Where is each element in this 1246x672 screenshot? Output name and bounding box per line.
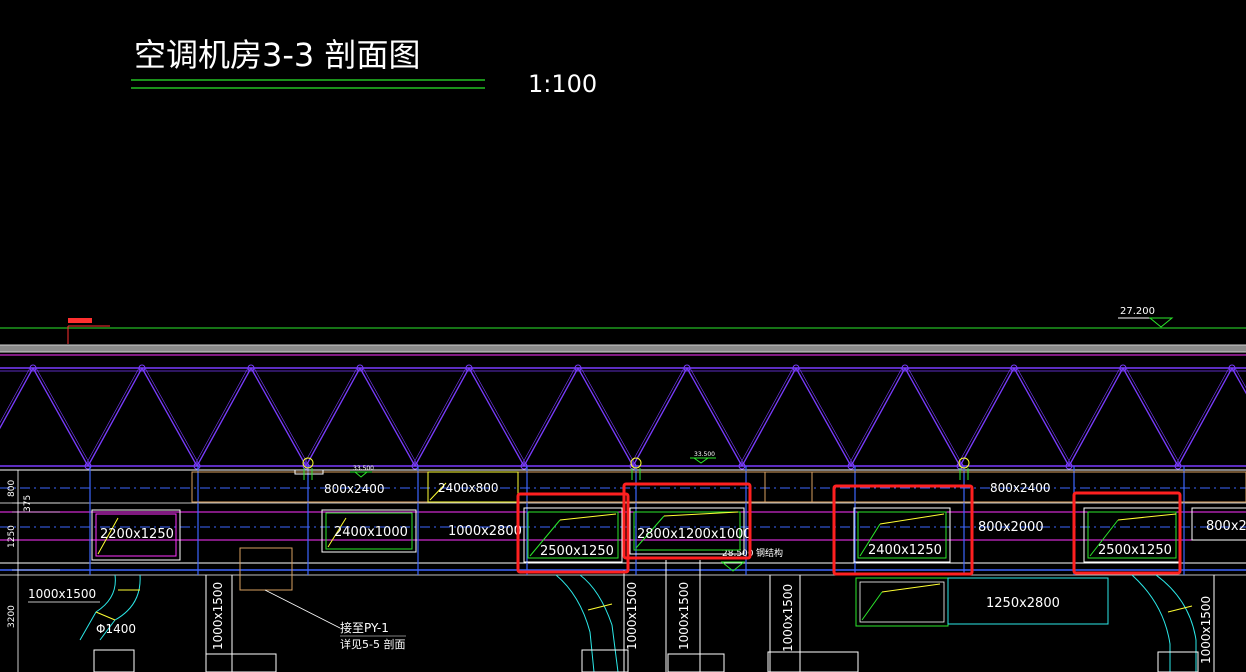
small-elevation-tag bbox=[68, 318, 92, 323]
dim-800: 800 bbox=[7, 480, 17, 497]
note-line-2: 详见5-5 剖面 bbox=[340, 637, 405, 651]
top-elevation: 27.200 bbox=[0, 306, 1246, 344]
round-duct-diameter: Φ1400 bbox=[96, 622, 136, 636]
drawing-title: 空调机房3-3 剖面图 bbox=[134, 36, 420, 74]
elev-mark-a: 33.500 bbox=[353, 465, 374, 472]
duct-label-2400x1250: 2400x1250 bbox=[868, 543, 942, 558]
duct-label-1250x2800: 1250x2800 bbox=[986, 596, 1060, 611]
truss-bottom-node bbox=[84, 462, 92, 470]
hanger-support-icon bbox=[302, 457, 314, 469]
dim-375: 375 bbox=[23, 495, 33, 512]
duct-label-2800x1200x1000: 2800x1200x1000 bbox=[637, 527, 752, 542]
duct-label-800x2400-a: 800x2400 bbox=[324, 482, 385, 496]
duct-2500x1250-a[interactable]: 2500x1250 bbox=[523, 507, 623, 563]
hanger-support-icon bbox=[958, 457, 970, 469]
duct-label-800x2000: 800x2000 bbox=[978, 520, 1044, 535]
truss-top-node bbox=[1228, 364, 1236, 372]
highlight-box-1[interactable] bbox=[516, 492, 630, 574]
duct-label-1000x1500-horizontal: 1000x1500 bbox=[28, 587, 96, 601]
lower-risers: 1000x1500 Φ1400 1000x1500 接至PY-1 详见5-5 剖… bbox=[28, 547, 1215, 672]
drawing-scale: 1:100 bbox=[528, 70, 597, 98]
elev-mark-lower-tag: 钢结构 bbox=[756, 547, 783, 559]
truss-bottom-node bbox=[1065, 462, 1073, 470]
elevation-marker-icon bbox=[1148, 317, 1174, 328]
space-truss bbox=[0, 364, 1246, 470]
duct-2400x1000[interactable]: 2400x1000 bbox=[321, 509, 417, 553]
truss-top-node bbox=[1119, 364, 1127, 372]
duct-2200x1250[interactable]: 2200x1250 bbox=[91, 509, 181, 561]
duct-label-2500x1250-b: 2500x1250 bbox=[1098, 543, 1172, 558]
duct-label-800x2: 800x2 bbox=[1206, 519, 1246, 534]
duct-2500x1250-b[interactable]: 2500x1250 bbox=[1083, 507, 1181, 563]
review-highlights bbox=[516, 482, 1182, 576]
dim-1250: 1250 bbox=[7, 525, 17, 548]
elev-mark-b: 33.500 bbox=[694, 451, 715, 458]
truss-top-node bbox=[792, 364, 800, 372]
truss-top-node bbox=[247, 364, 255, 372]
riser-label-1: 1000x1500 bbox=[211, 582, 225, 650]
duct-hangers bbox=[302, 457, 970, 480]
highlight-box-4[interactable] bbox=[1072, 491, 1182, 575]
truss-top-node bbox=[1010, 364, 1018, 372]
top-elevation-value: 27.200 bbox=[1120, 306, 1155, 317]
title-block: 空调机房3-3 剖面图 1:100 bbox=[131, 36, 597, 98]
duct-label-2400x800: 2400x800 bbox=[438, 481, 499, 495]
riser-label-5: 1000x1500 bbox=[1199, 596, 1213, 664]
truss-top-node bbox=[901, 364, 909, 372]
truss-top-node bbox=[683, 364, 691, 372]
duct-label-800x2400-b: 800x2400 bbox=[990, 481, 1051, 495]
riser-label-4: 1000x1500 bbox=[781, 584, 795, 652]
truss-bottom-node bbox=[302, 462, 310, 470]
duct-label-2400x1000: 2400x1000 bbox=[334, 525, 408, 540]
truss-bottom-node bbox=[847, 462, 855, 470]
duct-label-2500x1250-a: 2500x1250 bbox=[540, 544, 614, 559]
truss-top-node bbox=[465, 364, 473, 372]
truss-top-node bbox=[29, 364, 37, 372]
upper-duct-run: 2400x800 800x2400 800x2400 bbox=[191, 469, 1246, 503]
riser-label-2: 1000x1500 bbox=[625, 582, 639, 650]
duct-2800x1200x1000[interactable]: 2800x1200x1000 bbox=[629, 507, 752, 555]
truss-bottom-node bbox=[193, 462, 201, 470]
duct-label-2200x1250: 2200x1250 bbox=[100, 527, 174, 542]
highlight-box-2[interactable] bbox=[622, 482, 752, 560]
truss-bottom-node bbox=[1174, 462, 1182, 470]
truss-top-node bbox=[138, 364, 146, 372]
truss-bottom-node bbox=[738, 462, 746, 470]
note-line-1: 接至PY-1 bbox=[340, 620, 389, 635]
riser-label-3: 1000x1500 bbox=[677, 582, 691, 650]
truss-top-node bbox=[574, 364, 582, 372]
duct-label-1000x2800: 1000x2800 bbox=[448, 524, 522, 539]
highlight-box-3[interactable] bbox=[832, 484, 974, 576]
duct-sections: 2200x1250 2400x1000 1000x2800 2500x1250 … bbox=[91, 507, 1246, 627]
hanger-support-icon bbox=[630, 457, 642, 469]
truss-top-node bbox=[356, 364, 364, 372]
roof-slab bbox=[0, 344, 1246, 356]
duct-2400x1250[interactable]: 2400x1250 bbox=[853, 507, 951, 563]
left-dimensions: 800 375 1250 3200 bbox=[7, 469, 60, 672]
duct-1250x2800[interactable]: 1250x2800 bbox=[855, 577, 1109, 627]
dim-3200: 3200 bbox=[7, 605, 17, 628]
duct-2400x800[interactable] bbox=[427, 471, 519, 503]
duct-800x2-clipped[interactable]: 800x2 bbox=[1191, 507, 1246, 541]
